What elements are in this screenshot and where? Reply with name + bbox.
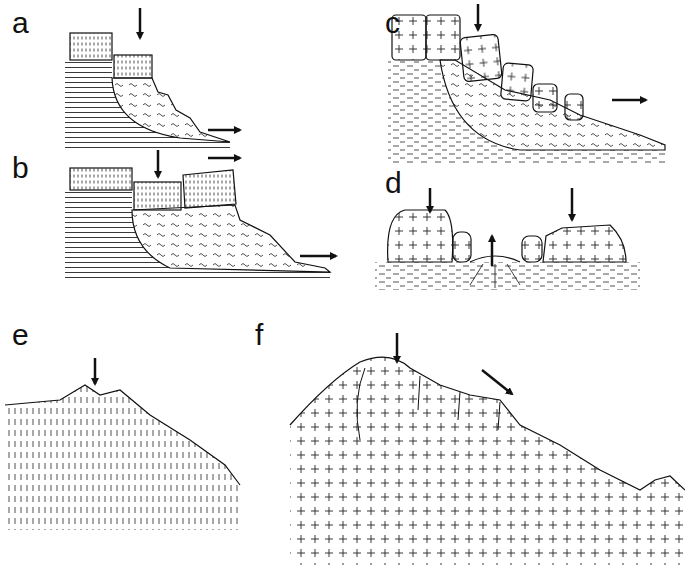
panel-letter: a <box>12 8 29 38</box>
panel-letter: b <box>12 153 29 183</box>
panel-letter: d <box>385 168 402 198</box>
panel-letter: e <box>12 320 29 350</box>
panel-letter: f <box>255 320 263 350</box>
panel-letter: c <box>385 8 400 38</box>
